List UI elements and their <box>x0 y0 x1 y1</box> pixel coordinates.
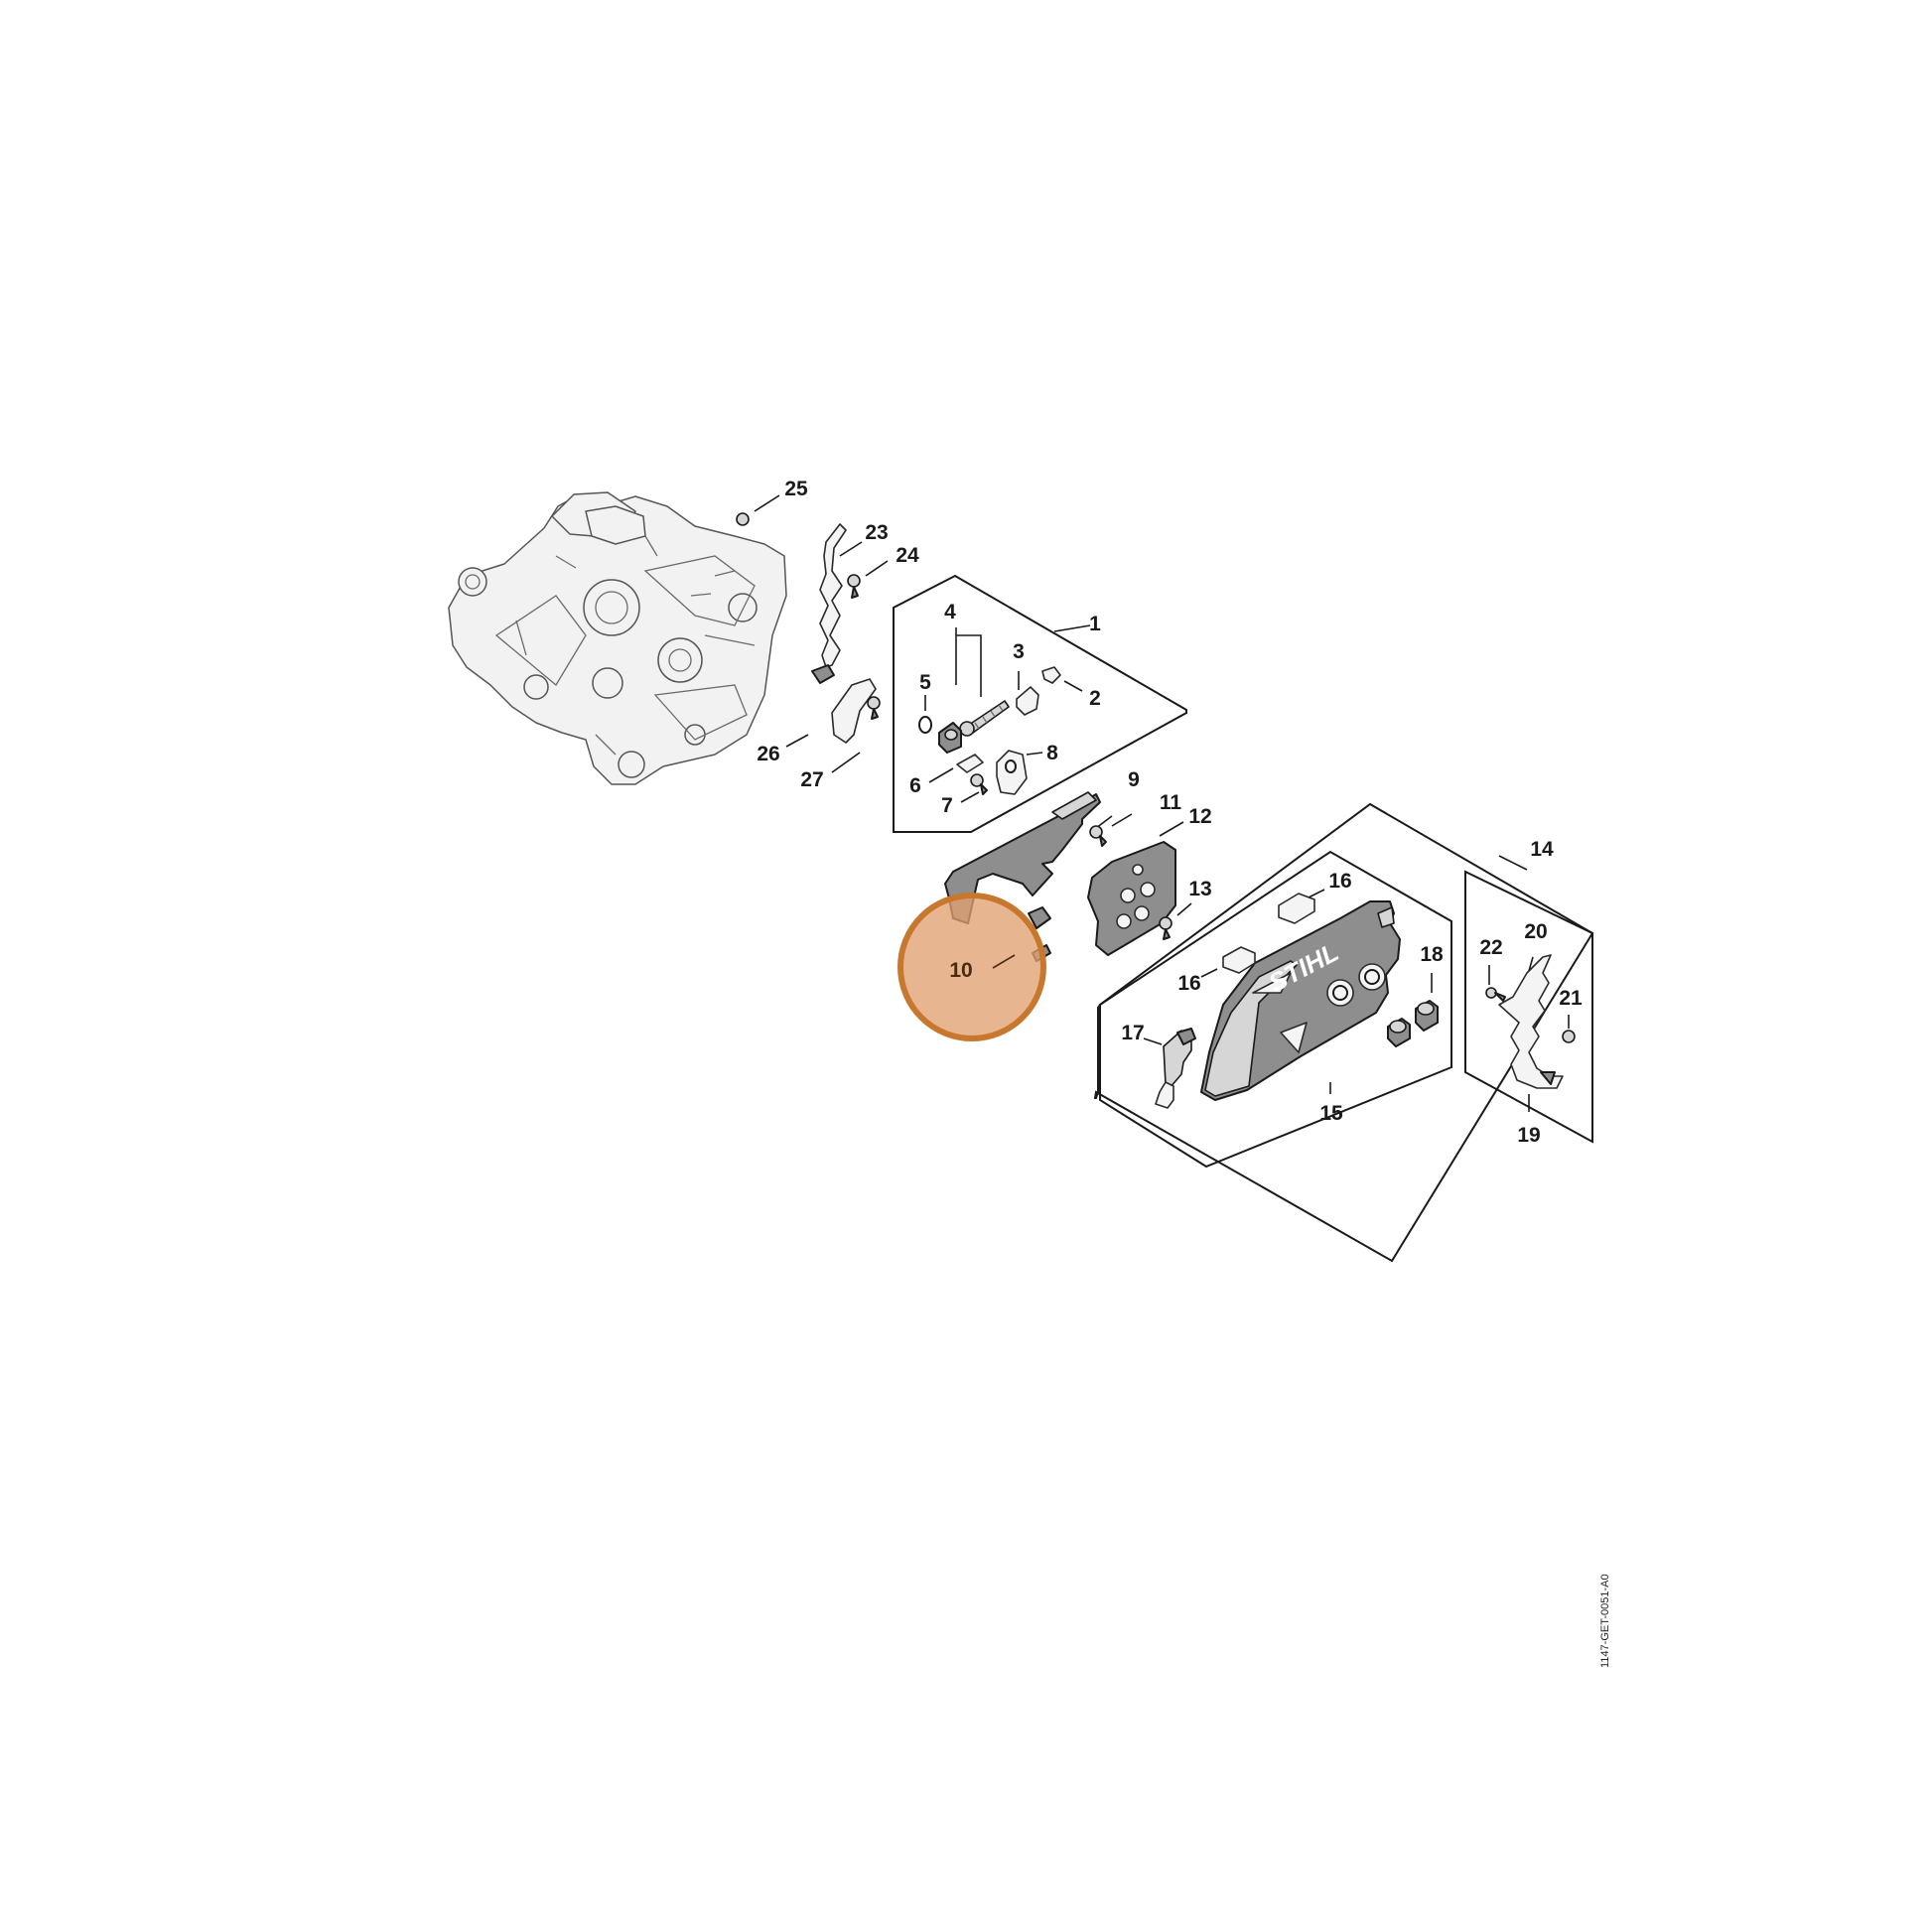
part-o-ring-5 <box>918 695 932 734</box>
callout-26: 26 <box>757 743 779 765</box>
callout-labels: 1 2 3 4 5 6 7 8 9 11 12 13 14 15 16 16 1… <box>757 478 1583 1147</box>
part-4-bracket <box>955 627 982 697</box>
part-screw-24 <box>847 560 889 599</box>
part-screw-13 <box>1159 902 1192 940</box>
part-screw-11 <box>1089 813 1133 847</box>
callout-21: 21 <box>1559 987 1583 1010</box>
part-cover-plate-9 <box>944 791 1113 962</box>
callout-14: 14 <box>1530 838 1554 861</box>
callout-22: 22 <box>1479 936 1502 959</box>
callout-27: 27 <box>800 768 823 791</box>
part-nut-25 <box>736 494 780 526</box>
callout-16-left: 16 <box>1177 972 1200 995</box>
callout-1: 1 <box>1089 613 1101 635</box>
part-guide-plate-12 <box>1087 821 1184 956</box>
part-tensioner-slide-3 <box>1016 671 1039 716</box>
callout-3: 3 <box>1013 640 1025 663</box>
kit-box-14 <box>1093 802 1594 1263</box>
callout-15: 15 <box>1319 1102 1343 1125</box>
callout-17: 17 <box>1121 1022 1144 1044</box>
part-nut-16-top <box>1278 889 1325 924</box>
part-lever-26 <box>785 678 877 748</box>
callout-6: 6 <box>909 774 921 797</box>
highlight-part-10[interactable]: 10 <box>897 893 1046 1041</box>
part-tensioner-plate-8 <box>996 750 1043 795</box>
part-chain-guard-17 <box>1143 1028 1196 1109</box>
callout-11: 11 <box>1160 791 1182 814</box>
callout-7: 7 <box>941 794 953 817</box>
kit-box-19 <box>1464 870 1593 1144</box>
part-sprocket-cover-15: STIHL <box>1200 900 1401 1101</box>
part-bumper-spike-20 <box>1498 954 1564 1112</box>
callout-4: 4 <box>944 601 956 623</box>
callout-12: 12 <box>1188 805 1211 828</box>
part-adjuster-knob <box>938 722 962 754</box>
part-tension-screw <box>959 700 1010 737</box>
callout-19: 19 <box>1517 1124 1540 1147</box>
kit-box-1 <box>893 574 1187 833</box>
engine-housing <box>448 491 787 785</box>
callout-16-top: 16 <box>1328 870 1351 893</box>
callout-2: 2 <box>1089 687 1101 710</box>
callout-5: 5 <box>919 671 931 694</box>
part-screw-7 <box>960 773 988 803</box>
callout-24: 24 <box>896 544 919 567</box>
part-washer-6 <box>928 754 984 783</box>
kit-box-15 <box>1099 850 1452 1169</box>
part-screw-22 <box>1485 965 1506 1002</box>
callout-20: 20 <box>1524 920 1547 943</box>
part-bracket-23 <box>811 523 863 684</box>
callout-13: 13 <box>1188 878 1211 900</box>
part-nut-21 <box>1562 1015 1576 1043</box>
callout-8: 8 <box>1046 742 1058 764</box>
callout-9: 9 <box>1128 768 1140 791</box>
callout-23: 23 <box>865 521 888 544</box>
part-screw-27 <box>831 696 881 773</box>
part-collar-nut-18 <box>1387 973 1439 1047</box>
part-nut-2 <box>1041 666 1083 692</box>
callout-10: 10 <box>949 959 972 982</box>
part-nut-16-left <box>1200 946 1256 978</box>
callout-25: 25 <box>784 478 808 500</box>
callout-18: 18 <box>1420 943 1444 966</box>
document-id: 1147-GET-0051-A0 <box>1599 1574 1611 1668</box>
